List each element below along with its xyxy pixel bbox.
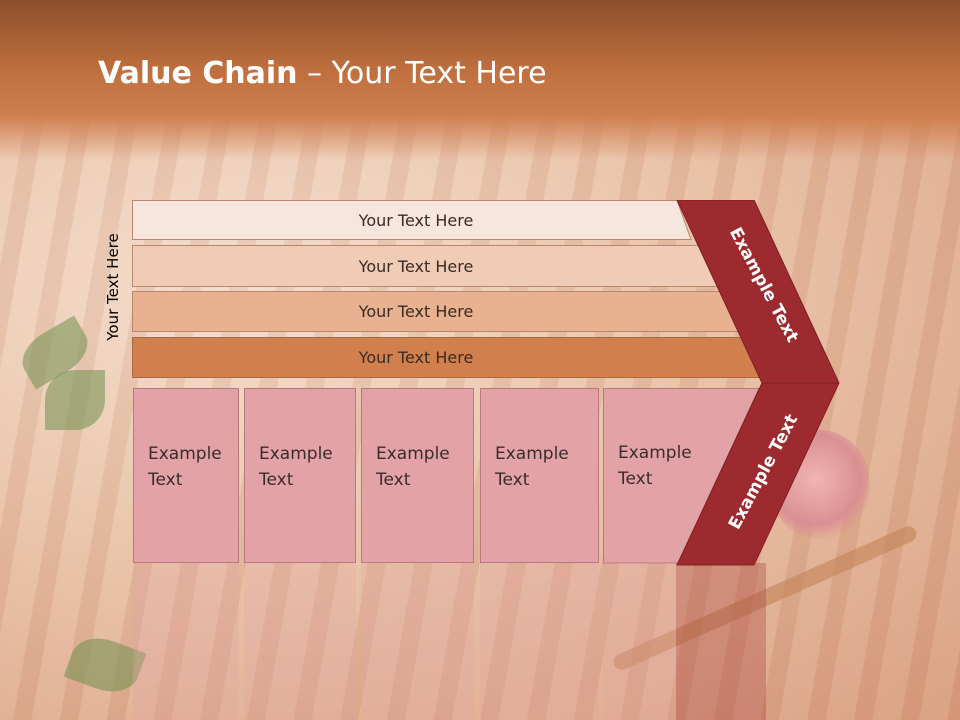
row-label: Your Text Here <box>358 210 474 230</box>
column-line1: Example <box>618 443 692 463</box>
leaf-decoration <box>45 370 105 430</box>
row-label: Your Text Here <box>358 348 474 367</box>
value-row-3: Your Text Here <box>132 291 740 332</box>
row-label: Your Text Here <box>358 256 474 276</box>
leaf-decoration <box>63 629 147 701</box>
example-column-4: Example Text <box>480 388 599 563</box>
side-label: Your Text Here <box>104 233 122 341</box>
column-line1: Example <box>259 444 333 464</box>
column-line2: Text <box>259 470 294 490</box>
column-line2: Text <box>495 470 530 490</box>
title-rest: – Your Text Here <box>297 56 547 91</box>
example-column-1: Example Text <box>133 388 239 563</box>
margin-chevron <box>676 200 840 566</box>
row-label: Your Text Here <box>358 302 474 321</box>
column-line1: Example <box>376 444 450 464</box>
column-line2: Text <box>376 470 411 490</box>
title-bold: Value Chain <box>98 56 298 91</box>
example-column-5: Example Text <box>618 440 692 492</box>
example-column-3: Example Text <box>361 388 474 563</box>
value-row-4: Your Text Here <box>132 337 764 378</box>
slide-title: Value Chain – Your Text Here <box>98 56 547 91</box>
column-line1: Example <box>148 444 222 464</box>
column-line2: Text <box>618 469 653 489</box>
column-line1: Example <box>495 444 569 464</box>
row-shape <box>132 200 692 240</box>
example-column-2: Example Text <box>244 388 356 563</box>
value-row-1: Your Text Here <box>132 200 692 240</box>
value-row-2: Your Text Here <box>132 245 718 287</box>
title-banner <box>0 0 960 160</box>
column-line2: Text <box>148 470 183 490</box>
